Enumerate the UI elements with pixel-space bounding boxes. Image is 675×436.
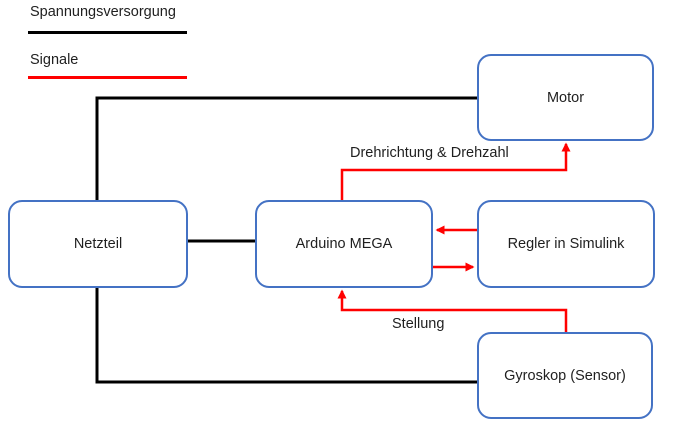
node-arduino-mega-label: Arduino MEGA — [295, 236, 393, 252]
signal-arrow-arduino-to-motor — [340, 142, 571, 200]
node-arduino-mega: Arduino MEGA — [255, 200, 433, 288]
node-regler-in-simulink-label: Regler in Simulink — [507, 236, 625, 252]
legend-swatch-power-line — [28, 31, 187, 34]
node-gyroskop-sensor: Gyroskop (Sensor) — [477, 332, 653, 419]
legend-label-spannungsversorgung: Spannungsversorgung — [30, 4, 176, 20]
edge-label-drehrichtung-drehzahl: Drehrichtung & Drehzahl — [350, 145, 509, 161]
edge-label-stellung: Stellung — [392, 316, 445, 332]
node-motor: Motor — [477, 54, 654, 141]
node-motor-label: Motor — [546, 89, 585, 106]
signal-arrow-gyroskop-to-arduino — [337, 289, 568, 332]
node-gyroskop-sensor-label: Gyroskop (Sensor) — [504, 367, 626, 384]
node-netzteil-label: Netzteil — [73, 236, 123, 252]
node-netzteil: Netzteil — [8, 200, 188, 288]
legend-label-signale: Signale — [30, 52, 79, 68]
node-regler-in-simulink: Regler in Simulink — [477, 200, 655, 288]
legend-swatch-signal-line — [28, 76, 187, 79]
